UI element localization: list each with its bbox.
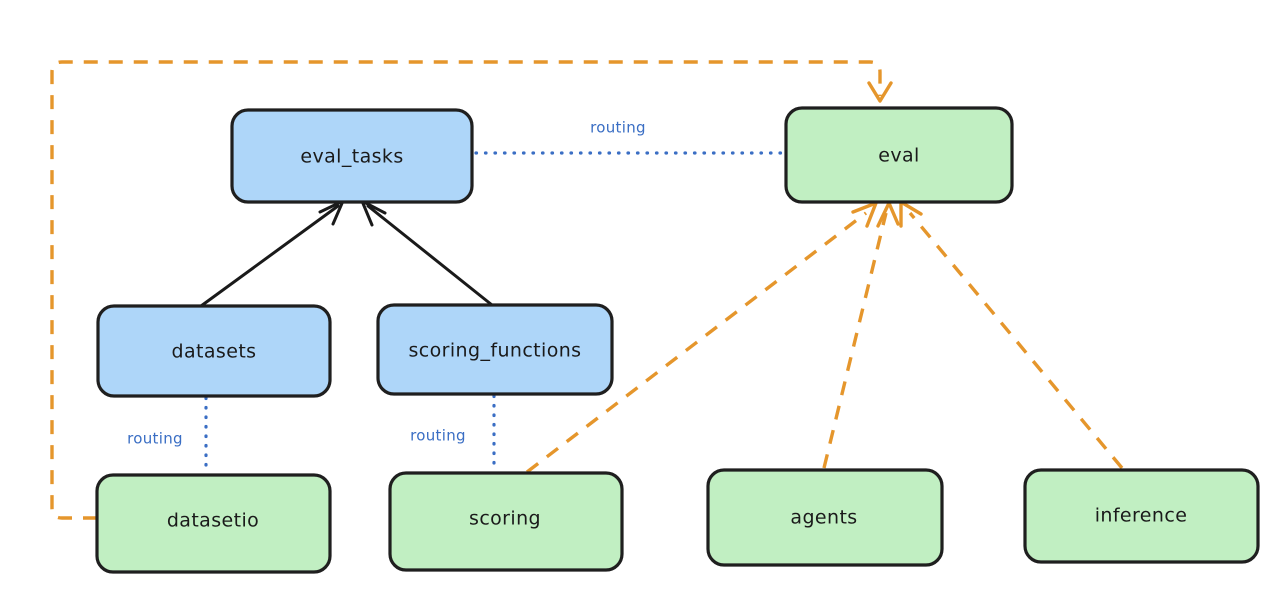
node-inference[interactable]: inference: [1023, 468, 1260, 564]
node-scoring_functions-shape[interactable]: [376, 303, 614, 396]
node-datasetio[interactable]: datasetio: [95, 473, 332, 574]
edge-scoring_functions-to-eval_tasks: [360, 199, 494, 307]
node-datasets[interactable]: datasets: [96, 304, 332, 398]
node-agents[interactable]: agents: [706, 468, 944, 567]
node-scoring-shape[interactable]: [388, 471, 624, 572]
node-eval_tasks[interactable]: eval_tasks: [230, 108, 474, 204]
node-datasets-label: datasets: [172, 341, 257, 363]
node-eval-shape[interactable]: [784, 106, 1014, 204]
edge-datasets-to-eval_tasks: [199, 199, 345, 308]
node-eval_tasks-label: eval_tasks: [300, 146, 403, 168]
node-scoring[interactable]: scoring: [388, 471, 624, 572]
node-eval_tasks-shape[interactable]: [230, 108, 474, 204]
node-scoring_functions-label: scoring_functions: [409, 340, 582, 362]
node-agents-label: agents: [790, 507, 857, 529]
node-agents-shape[interactable]: [706, 468, 944, 567]
edge-datasetio-to-eval: [50, 60, 893, 520]
node-scoring-label: scoring: [469, 508, 541, 530]
edge-inference-to-eval: [899, 200, 1124, 470]
edge-label-routing-eval_tasks-eval: routing: [590, 119, 646, 137]
node-datasetio-shape[interactable]: [95, 473, 332, 574]
node-inference-shape[interactable]: [1023, 468, 1260, 564]
node-scoring_functions[interactable]: scoring_functions: [376, 303, 614, 396]
edge-agents-to-eval: [822, 201, 900, 469]
edge-label-routing-scoring_functions-scoring: routing: [410, 427, 466, 445]
node-inference-label: inference: [1095, 505, 1188, 527]
node-eval-label: eval: [878, 145, 919, 167]
node-datasetio-label: datasetio: [167, 510, 259, 532]
edge-label-routing-datasets-datasetio: routing: [127, 430, 183, 448]
node-eval[interactable]: eval: [784, 106, 1014, 204]
node-datasets-shape[interactable]: [96, 304, 332, 398]
